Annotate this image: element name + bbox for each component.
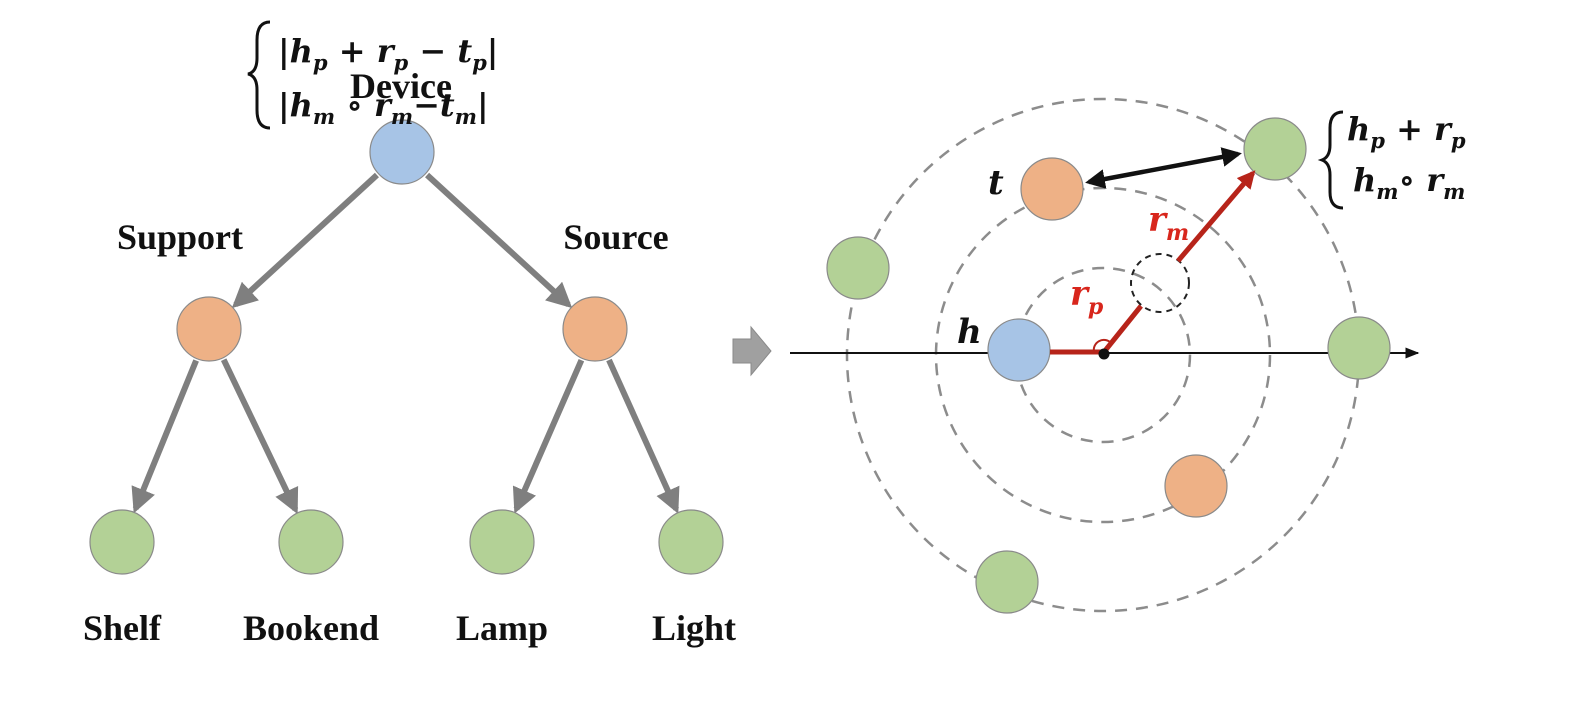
distance-formula-line2: |hm ∘ rm−tm|: [278, 86, 489, 129]
projection-brace: [1317, 110, 1344, 210]
tree-label-shelf: Shelf: [83, 608, 162, 648]
projection-formula-line1: hp + rp: [1347, 110, 1466, 153]
angle-arc: [1092, 338, 1112, 353]
distance-arrow: [1085, 147, 1242, 189]
right-arrow-icon: [732, 325, 772, 377]
relation-vector-link: [1102, 304, 1143, 354]
tree-label-lamp: Lamp: [456, 608, 548, 648]
head-label: h: [957, 312, 982, 352]
rm-label: rm: [1148, 200, 1189, 246]
tail-label: t: [988, 163, 1004, 203]
projection-formula-line2: hm∘ rm: [1353, 161, 1465, 204]
entity-node-head: [987, 318, 1051, 382]
tree-label-light: Light: [652, 608, 736, 648]
tree-node-light: [658, 509, 724, 575]
origin-dot: [1098, 348, 1110, 360]
tree-nodes: [89, 119, 724, 575]
rp-label: rp: [1070, 274, 1104, 320]
embedding-space: h t rm rp |hp + rp − tp| |hm ∘ rm−tm| hp…: [247, 20, 1466, 614]
tree-edge-source-light: [606, 358, 680, 514]
tree-edge-support-bookend: [220, 358, 299, 515]
tree-node-source: [562, 296, 628, 362]
tree-edges: [131, 172, 680, 515]
tree-node-lamp: [469, 509, 535, 575]
tree-edge-source-lamp: [512, 358, 585, 514]
tree-node-device: [369, 119, 435, 185]
tree-label-source: Source: [563, 217, 668, 257]
entity-node-tail: [1020, 157, 1084, 221]
distance-brace: [247, 20, 271, 130]
entity-node-projected: [1243, 117, 1307, 181]
tree-label-support: Support: [117, 217, 243, 257]
distance-formula-line1: |hp + rp − tp|: [278, 32, 498, 75]
entity-node-orange-lower: [1164, 454, 1228, 518]
tree-node-support: [176, 296, 242, 362]
dashed-circle-inner: [1014, 266, 1192, 444]
tree-edge-device-support: [231, 172, 379, 309]
entity-node-green-left: [826, 236, 890, 300]
tree-node-bookend: [278, 509, 344, 575]
intermediate-node-dashed: [1130, 253, 1190, 313]
tree-edge-support-shelf: [131, 359, 199, 514]
relation-vector-rm: [1176, 170, 1256, 263]
tree-node-shelf: [89, 509, 155, 575]
entity-node-green-bottom: [975, 550, 1039, 614]
tree-label-bookend: Bookend: [243, 608, 379, 648]
entity-node-green-right: [1327, 316, 1391, 380]
tree-label-device: Device: [350, 66, 452, 106]
tree-edge-device-source: [425, 172, 573, 309]
